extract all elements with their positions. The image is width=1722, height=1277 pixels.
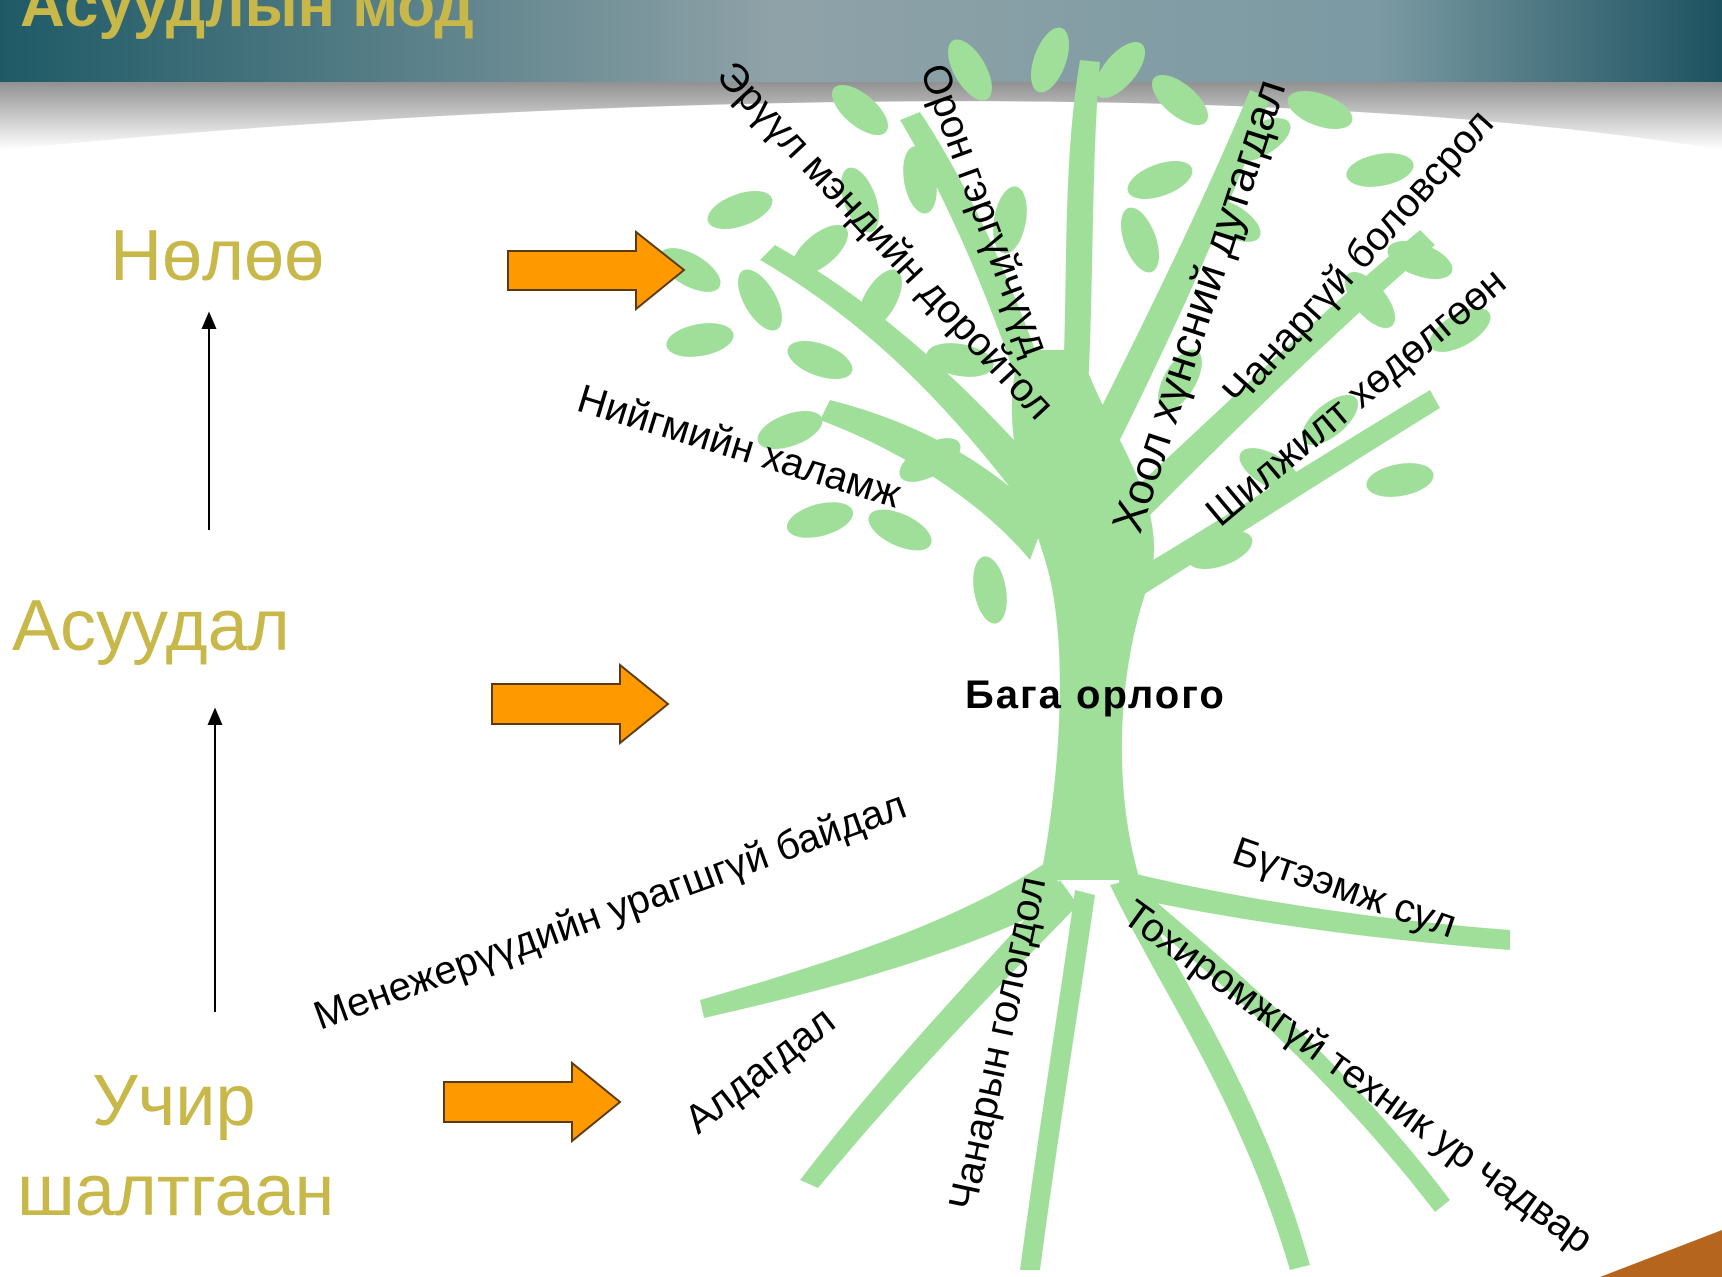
root-label-managers: Менежерүүдийн урагшгүй байдал xyxy=(308,783,912,1039)
slide-title: Асуудлын мод xyxy=(20,0,474,41)
arrow-up-1 xyxy=(203,314,215,328)
corner-accent xyxy=(1600,1230,1722,1277)
branch-label-welfare: Нийгмийн халамж xyxy=(572,377,906,517)
arrow-cause xyxy=(444,1063,620,1141)
tree-labels: Эрүүл мэндийн доройтол Орон гэргүйчүүд Х… xyxy=(308,53,1601,1262)
root-label-loss: Алдагдал xyxy=(676,998,843,1142)
root-label-skills: Тохиромжгүй техник ур чадвар xyxy=(1115,892,1601,1262)
pointer-arrows xyxy=(444,232,684,1141)
arrow-effect xyxy=(508,232,684,309)
level-problem: Асуудал xyxy=(12,585,290,667)
arrow-up-2 xyxy=(209,710,221,724)
branch-center xyxy=(1060,60,1100,440)
level-cause-line1: Учир xyxy=(92,1060,256,1142)
level-effect: Нөлөө xyxy=(110,215,324,297)
arrow-problem xyxy=(492,665,668,743)
trunk-label: Бага орлого xyxy=(965,673,1226,717)
level-cause-line2: шалтгаан xyxy=(17,1150,334,1232)
